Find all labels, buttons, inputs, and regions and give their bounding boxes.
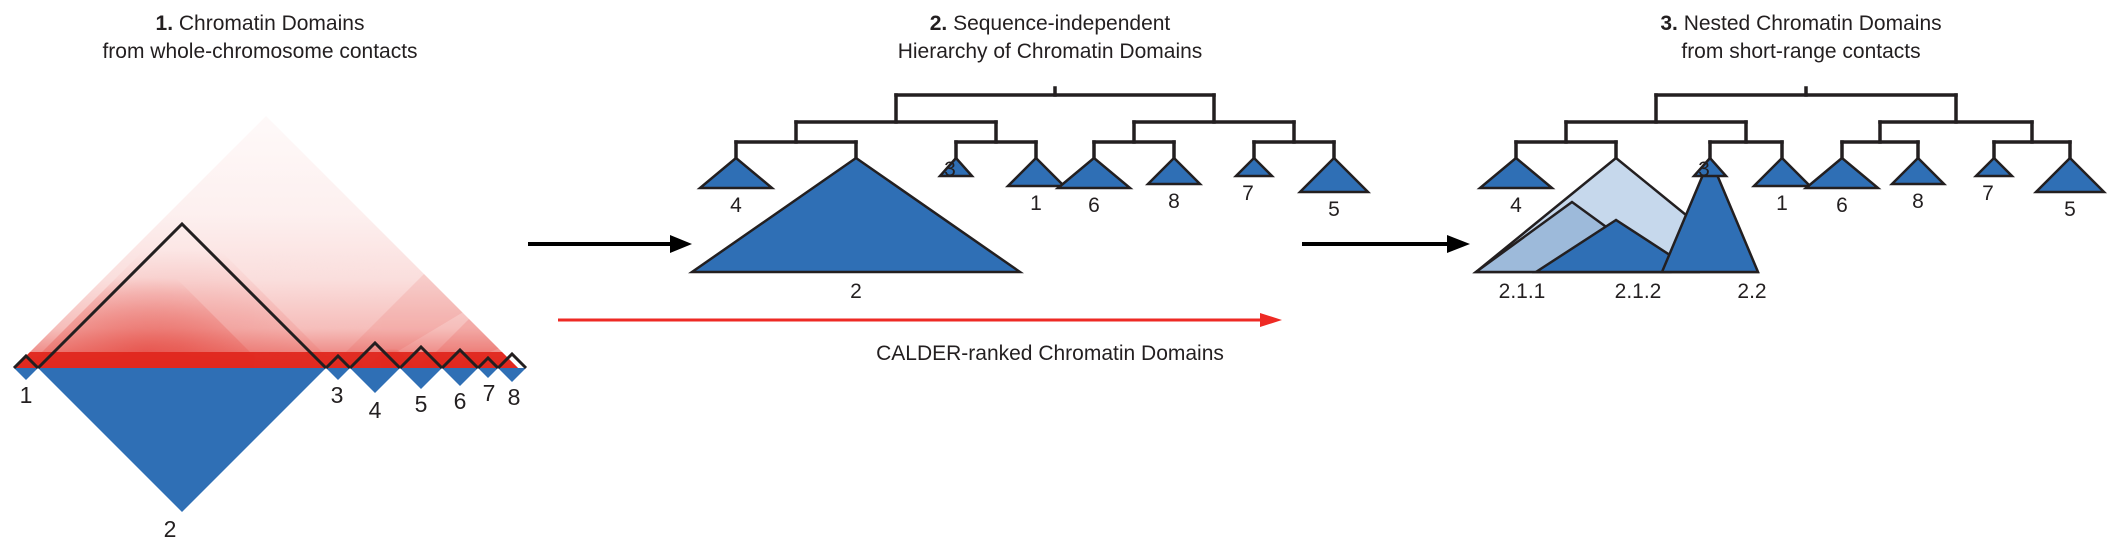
hierarchy-dendrogram: 4 2 3 1 6 8 7 5 <box>688 86 1372 303</box>
dendrogram-links <box>1514 86 2072 160</box>
leaf-triangle-2 <box>688 156 1024 274</box>
leaf-label-1: 1 <box>1776 192 1788 215</box>
panel-1-title: 1. Chromatin Domains from whole-chromoso… <box>0 10 520 66</box>
leaf-triangle-3 <box>937 156 975 178</box>
called-domains-blue <box>14 368 526 512</box>
leaf-label-2-1-2: 2.1.2 <box>1615 280 1662 303</box>
domain-triangle-7 <box>478 368 498 378</box>
leaf-triangle-3 <box>1691 156 1729 178</box>
domain-triangle-3 <box>326 368 350 380</box>
leaf-triangle-1 <box>1004 156 1068 188</box>
domain-label-1: 1 <box>20 382 33 408</box>
leaf-triangles <box>688 156 1372 274</box>
leaf-label-8: 8 <box>1912 190 1924 213</box>
dendrogram-links <box>734 86 1336 160</box>
panel-nested-chromatin-domains: 3. Nested Chromatin Domains from short-r… <box>1472 0 2122 538</box>
calder-ranked-arrow <box>558 300 1400 336</box>
leaf-labels: 4 2 3 1 6 8 7 5 <box>730 158 1340 303</box>
panel-3-number: 3. <box>1660 12 1678 35</box>
leaf-label-3: 3 <box>944 158 956 181</box>
step-1-to-2-arrow <box>520 232 698 256</box>
leaf-label-2-1-1: 2.1.1 <box>1499 280 1546 303</box>
panel-2-title: 2. Sequence-independent Hierarchy of Chr… <box>700 10 1400 66</box>
domain-label-2: 2 <box>164 516 177 538</box>
leaf-triangle-6 <box>1802 156 1882 190</box>
domain-label-7: 7 <box>483 380 496 406</box>
domain-label-8: 8 <box>508 384 521 410</box>
domain-triangle-2 <box>38 368 326 512</box>
panel-1-title-line-1: Chromatin Domains <box>173 12 365 35</box>
panel-2-title-line-2: Hierarchy of Chromatin Domains <box>897 40 1203 63</box>
leaf-label-2: 2 <box>850 280 862 303</box>
leaf-triangle-8 <box>1144 156 1204 186</box>
domain-triangle-6 <box>442 368 478 386</box>
leaf-labels: 4 2.1.1 2.1.2 2.2 3 1 6 8 7 5 <box>1499 158 2076 303</box>
leaf-label-6: 6 <box>1088 194 1100 217</box>
leaf-label-2-2: 2.2 <box>1737 280 1766 303</box>
leaf-label-7: 7 <box>1982 182 1994 205</box>
leaf-triangle-8 <box>1888 156 1948 186</box>
leaf-triangle-7 <box>1232 156 1276 178</box>
panel-2-number: 2. <box>929 12 948 35</box>
leaf-label-8: 8 <box>1168 190 1180 213</box>
domain-triangle-1 <box>14 368 38 380</box>
domain-label-3: 3 <box>331 382 344 408</box>
step-2-to-3-arrow <box>1292 232 1480 256</box>
nested-dendrogram: 4 2.1.1 2.1.2 2.2 3 1 6 8 7 5 <box>1472 86 2108 303</box>
panel-2-title-line-1: Sequence-independent <box>947 12 1171 35</box>
leaf-triangle-4 <box>1476 156 1556 190</box>
leaf-label-5: 5 <box>1328 198 1340 221</box>
panel-3-title-line-2: from short-range contacts <box>1681 40 1921 63</box>
panel-1-title-line-2: from whole-chromosome contacts <box>102 40 418 63</box>
leaf-triangle-1 <box>1750 156 1814 188</box>
leaf-label-3: 3 <box>1698 158 1710 181</box>
leaf-label-6: 6 <box>1836 194 1848 217</box>
nested-triangle-2-2 <box>1660 154 1760 274</box>
leaf-label-5: 5 <box>2064 198 2076 221</box>
domain-label-4: 4 <box>369 397 382 423</box>
panel-chromatin-domains: 1. Chromatin Domains from whole-chromoso… <box>0 0 528 538</box>
nested-triangle-2-1-2 <box>1531 218 1701 274</box>
leaf-label-7: 7 <box>1242 182 1254 205</box>
leaf-triangles <box>1476 156 2108 194</box>
panel-sequence-independent-hierarchy: 2. Sequence-independent Hierarchy of Chr… <box>688 0 1400 538</box>
domain-number-labels: 1 2 3 4 5 6 7 8 <box>20 380 521 538</box>
leaf-triangle-5 <box>2032 156 2108 194</box>
leaf-label-4: 4 <box>730 194 742 217</box>
domain-label-6: 6 <box>454 388 467 414</box>
nested-domain-2 <box>1472 154 1760 274</box>
leaf-label-1: 1 <box>1030 192 1042 215</box>
contact-heatmap <box>14 116 518 368</box>
panel-1-number: 1. <box>155 12 174 35</box>
domain-triangle-8 <box>498 368 526 382</box>
leaf-triangle-7 <box>1972 156 2016 178</box>
hic-contact-map: 1 2 3 4 5 6 7 8 <box>12 116 528 538</box>
leaf-triangle-5 <box>1296 156 1372 194</box>
calder-caption: CALDER-ranked Chromatin Domains <box>876 342 1224 365</box>
panel-3-title-line-1: Nested Chromatin Domains <box>1677 12 1942 35</box>
domain-label-5: 5 <box>415 391 428 417</box>
domain-triangle-4 <box>350 368 400 393</box>
domain-outlines <box>12 221 528 370</box>
domain-triangle-5 <box>400 368 442 389</box>
panel-3-title: 3. Nested Chromatin Domains from short-r… <box>1480 10 2122 66</box>
leaf-triangle-4 <box>696 156 776 190</box>
leaf-label-4: 4 <box>1510 194 1522 217</box>
leaf-triangle-6 <box>1054 156 1134 190</box>
